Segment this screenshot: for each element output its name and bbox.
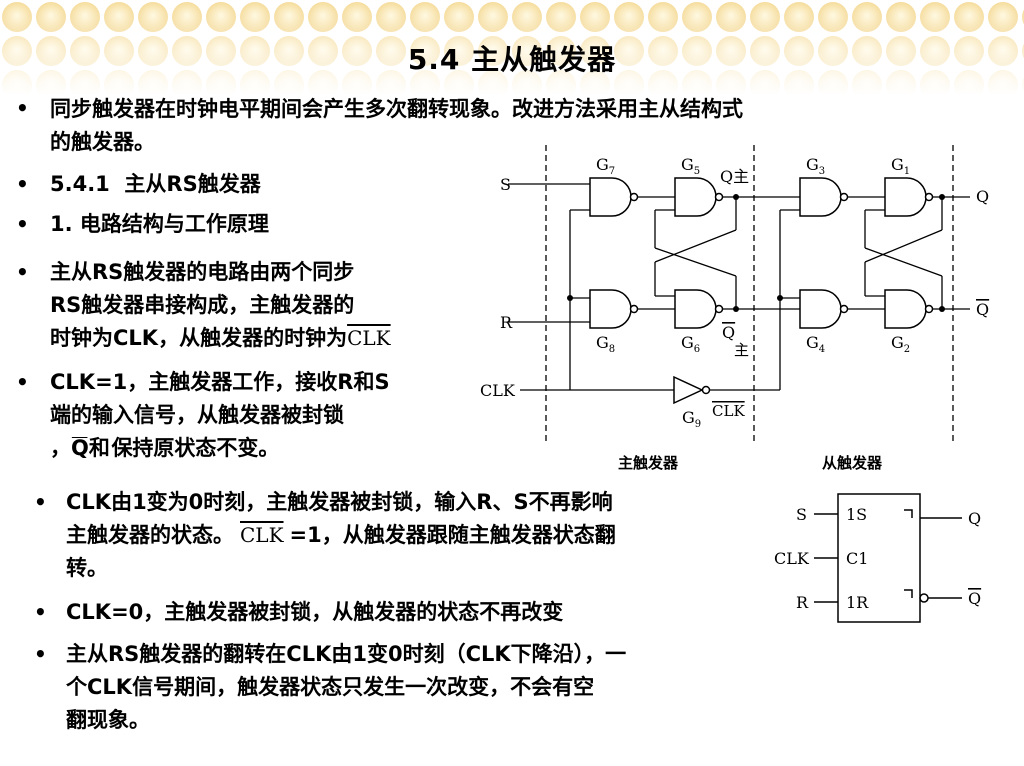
junction-dots [567, 194, 945, 312]
bullet-5-line-3b: 保持原状态不变。 [111, 436, 280, 460]
bullet-marker: • [34, 490, 47, 514]
symbol-r-label: R [796, 593, 809, 612]
gate-g4 [799, 289, 842, 329]
output-qbar-label: Q [976, 300, 989, 319]
gate-g7 [589, 177, 632, 217]
bullet-marker: • [34, 642, 47, 666]
g2-label: G2 [891, 333, 910, 355]
bullet-1-line-2: 的触发器。 [50, 130, 155, 154]
bullet-4-line-1: 主从RS触发器的电路由两个同步 [50, 260, 355, 284]
bullet-marker: • [16, 172, 29, 196]
rs-flipflop-logic-symbol: S CLK R 1S C1 1R Q Q [770, 488, 994, 628]
input-s-label: S [500, 175, 511, 194]
bullet-8-line-1: 主从RS触发器的翻转在CLK由1变0时刻（CLK下降沿），一 [66, 642, 627, 666]
bullet-2: 5.4.1 主从RS触发器 [50, 172, 261, 196]
bullet-6-line-1: CLK由1变为0时刻，主触发器被封锁，输入R、S不再影响 [66, 490, 613, 514]
symbol-qbar-label: Q [968, 589, 981, 608]
g5-label: G5 [681, 155, 700, 177]
qbar-text: Q [71, 438, 88, 460]
input-r-label: R [500, 313, 513, 332]
bullet-4-line-3: 时钟为CLK，从触发器的时钟为CLK [50, 322, 391, 355]
bullet-marker: • [16, 212, 29, 236]
bullet-8-line-2: 个CLK信号期间，触发器状态只发生一次改变，不会有空 [66, 675, 595, 699]
master-slave-circuit-diagram: S R CLK G7 G5 G3 G1 G8 G6 G4 G2 G9 Q主 Q … [480, 145, 989, 472]
slave-label: 从触发器 [822, 454, 883, 472]
bullet-5-line-1: CLK=1，主触发器工作，接收R和S [50, 370, 390, 394]
qbar-master-label: Q [722, 323, 735, 342]
bullet-5-line-3: ，Q和Q 保持原状态不变。 [50, 432, 279, 466]
symbol-clk-label: CLK [774, 549, 810, 568]
bullet-6-line-2b: =1，从触发器跟随主触发器状态翻 [289, 523, 616, 547]
output-q-label: Q [976, 187, 989, 206]
bullet-6-line-3: 转。 [66, 556, 108, 580]
bullet-marker: • [16, 96, 29, 120]
gate-g2 [884, 289, 927, 329]
bullet-marker: • [34, 600, 47, 624]
bullet-5-line-3a: ，Q和 [50, 436, 110, 460]
gate-g9 [673, 375, 704, 405]
bullet-6-line-2: 主触发器的状态。CLK=1，从触发器跟随主触发器状态翻 [66, 519, 616, 552]
symbol-q-label: Q [968, 509, 981, 528]
gate-g6 [674, 289, 717, 329]
bullet-marker: • [16, 260, 29, 284]
symbol-1r-pin: 1R [846, 593, 869, 612]
clkbar-label: CLK [712, 402, 745, 420]
symbol-c1-pin: C1 [846, 549, 868, 568]
gate-g3 [799, 177, 842, 217]
nand-gates [589, 177, 934, 405]
bullet-5-line-2: 端的输入信号，从触发器被封锁 [50, 403, 344, 427]
g6-label: G6 [681, 333, 700, 355]
bullet-8-line-3: 翻现象。 [66, 708, 150, 732]
g9-label: G9 [682, 408, 701, 430]
g3-label: G3 [806, 155, 825, 177]
input-clk-label: CLK [480, 381, 516, 400]
page-title: 5.4 主从触发器 [407, 43, 617, 76]
bullet-3: 1. 电路结构与工作原理 [50, 212, 269, 236]
g4-label: G4 [806, 333, 825, 355]
q-master-label: Q主 [720, 167, 749, 186]
symbol-1s-pin: 1S [846, 505, 867, 524]
clk-bar-text: CLK [347, 326, 391, 350]
bullet-7: CLK=0，主触发器被封锁，从触发器的状态不再改变 [66, 600, 564, 624]
bullet-4-line-3-text: 时钟为CLK，从触发器的时钟为 [50, 326, 348, 350]
master-label: 主触发器 [618, 454, 679, 472]
gate-g5 [674, 177, 717, 217]
clk-bar-text: CLK [240, 523, 284, 547]
bullet-6-line-2a: 主触发器的状态。 [66, 523, 234, 547]
bullet-1-line-1: 同步触发器在时钟电平期间会产生多次翻转现象。改进方法采用主从结构式 [50, 97, 743, 121]
gate-g1 [884, 177, 927, 217]
symbol-s-label: S [796, 505, 807, 524]
bullet-marker: • [16, 370, 29, 394]
gate-g8 [589, 289, 632, 329]
g1-label: G1 [891, 155, 910, 177]
g7-label: G7 [596, 155, 615, 177]
zhu-label: 主 [734, 341, 749, 359]
g8-label: G8 [596, 333, 615, 355]
bullet-4-line-2: RS触发器串接构成，主触发器的 [50, 293, 355, 317]
